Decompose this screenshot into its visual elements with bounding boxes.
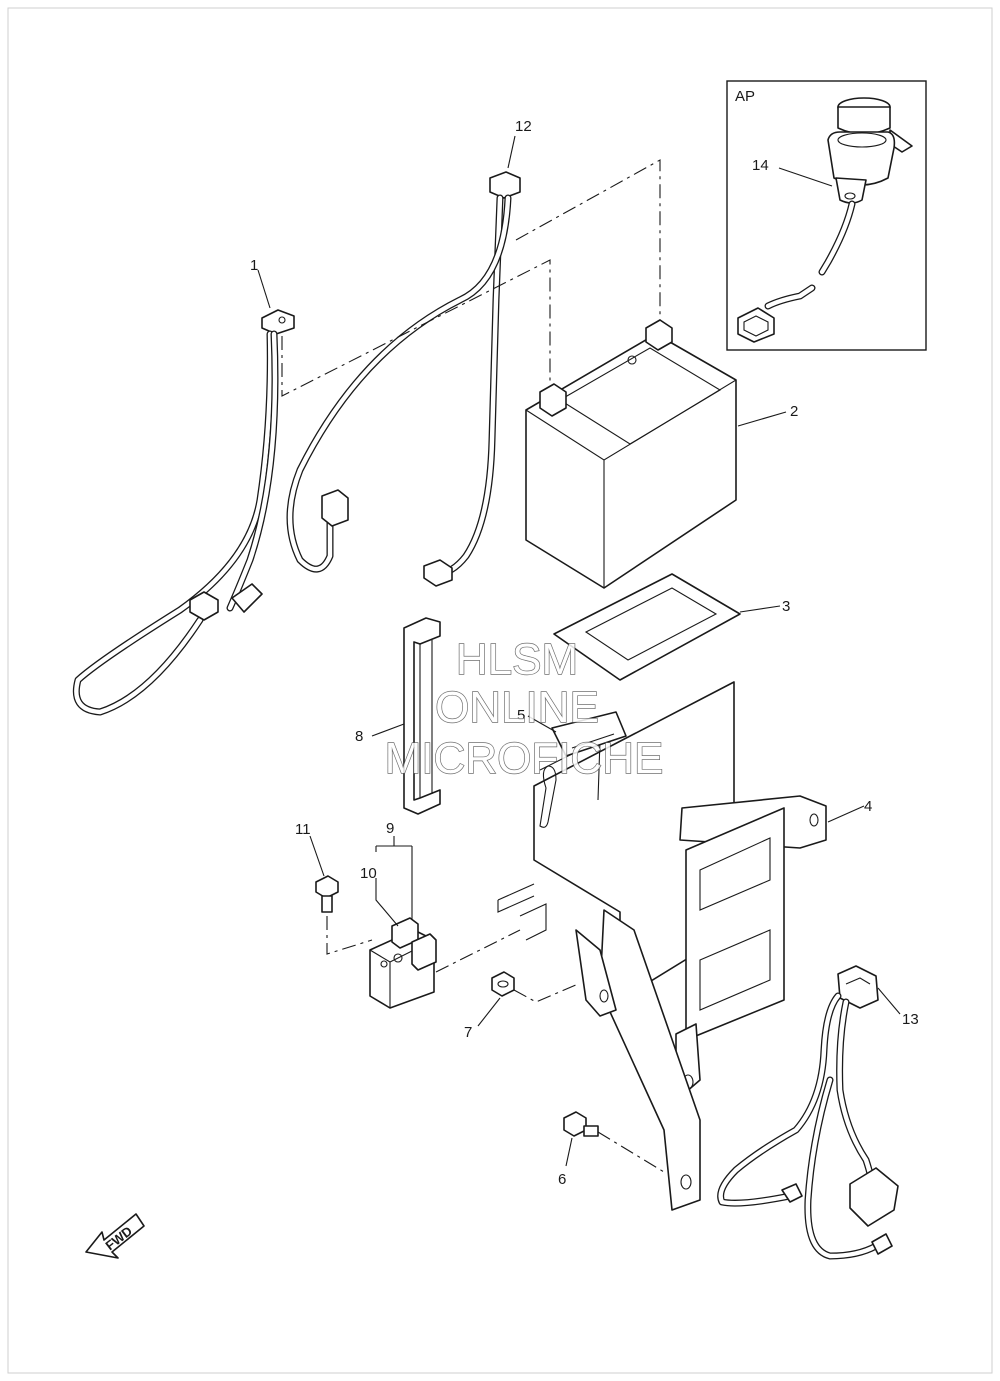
leader-11: [309, 835, 325, 877]
accessory-socket-14: [737, 97, 913, 343]
callout-6: 6: [558, 1171, 566, 1188]
fwd-arrow-icon: FWD: [85, 1213, 145, 1259]
watermark: HLSM ONLINE MICROFICHE: [384, 634, 664, 783]
routing-6: [597, 1131, 665, 1173]
routing-9: [435, 929, 521, 973]
leader-13: [877, 987, 901, 1015]
leader-14: [778, 167, 833, 187]
callout-8: 8: [355, 728, 363, 745]
sub-harness-13: [717, 965, 899, 1260]
callout-2: 2: [790, 403, 798, 420]
callout-1: 1: [250, 257, 258, 274]
nut-7: [491, 971, 515, 997]
battery-box-4: [497, 681, 827, 1211]
callout-9: 9: [386, 820, 394, 837]
watermark-line-3: MICROFICHE: [385, 734, 664, 783]
leader-7: [477, 997, 501, 1027]
leader-6: [565, 1137, 573, 1167]
watermark-line-1: HLSM: [456, 635, 578, 684]
routing-lines: [281, 159, 661, 397]
callout-3: 3: [782, 598, 790, 615]
callout-5: 5: [517, 707, 525, 724]
routing-7: [513, 983, 579, 1003]
starter-relay-9: [369, 917, 437, 1009]
ground-lead-1: [72, 309, 295, 716]
leader-4: [827, 805, 865, 823]
leader-8: [371, 723, 405, 737]
battery-lead-12: [286, 171, 521, 587]
battery-2: [525, 319, 737, 589]
callout-11: 11: [295, 821, 311, 838]
bracket-9: [375, 845, 413, 920]
inset-label: AP: [735, 88, 755, 105]
bolt-6: [563, 1111, 599, 1137]
leader-2: [737, 411, 787, 427]
leader-12: [507, 135, 516, 169]
callout-7: 7: [464, 1024, 472, 1041]
ap-inset: AP 14: [726, 80, 927, 351]
callout-4: 4: [864, 798, 872, 815]
holder-5: [551, 711, 627, 757]
callout-13: 13: [902, 1011, 919, 1028]
callout-10: 10: [360, 865, 377, 882]
battery-pad-3: [553, 573, 741, 681]
leader-3: [739, 605, 781, 613]
battery-band-8: [403, 617, 441, 815]
page-frame: [7, 7, 993, 1374]
routing-11: [326, 916, 373, 955]
callout-12: 12: [515, 118, 532, 135]
leader-10: [375, 878, 399, 927]
bolt-11: [315, 875, 339, 913]
leader-1: [257, 269, 271, 309]
leader-5: [527, 715, 557, 733]
watermark-line-2: ONLINE: [435, 683, 599, 732]
callout-14: 14: [752, 157, 769, 174]
